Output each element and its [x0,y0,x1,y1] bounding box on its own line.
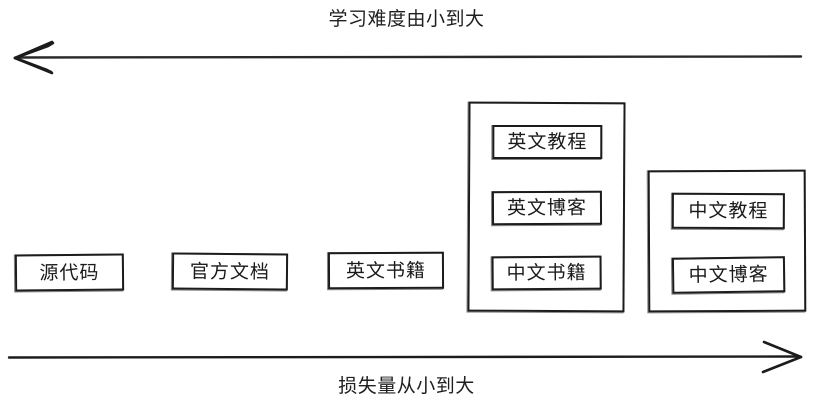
item-label: 中文教程 [688,199,769,223]
group-box-chinese[interactable]: 中文教程 中文博客 [647,169,807,313]
item-label: 源代码 [39,261,100,284]
item-box-chinese-tutorial[interactable]: 中文教程 [671,192,785,230]
bottom-axis-label: 损失量从小到大 [338,375,475,397]
item-label: 中文博客 [688,263,769,287]
item-label: 官方文档 [189,260,271,283]
group-box-english-advanced[interactable]: 英文教程 英文博客 中文书籍 [467,101,626,313]
item-box-chinese-books[interactable]: 中文书籍 [491,255,602,291]
item-box-english-blog[interactable]: 英文博客 [491,190,603,226]
top-axis-label: 学习难度由小到大 [328,8,485,30]
item-box-english-tutorial[interactable]: 英文教程 [492,124,603,160]
left-arrow [13,40,803,75]
item-box-english-books[interactable]: 英文书籍 [327,251,445,290]
item-label: 英文书籍 [345,259,427,282]
item-box-official-docs[interactable]: 官方文档 [171,252,289,291]
right-arrow [7,340,803,374]
item-box-chinese-blog[interactable]: 中文博客 [671,256,786,294]
item-label: 中文书籍 [506,261,587,285]
item-label: 英文博客 [506,196,588,220]
item-label: 英文教程 [507,130,588,154]
item-box-source-code[interactable]: 源代码 [14,253,125,292]
